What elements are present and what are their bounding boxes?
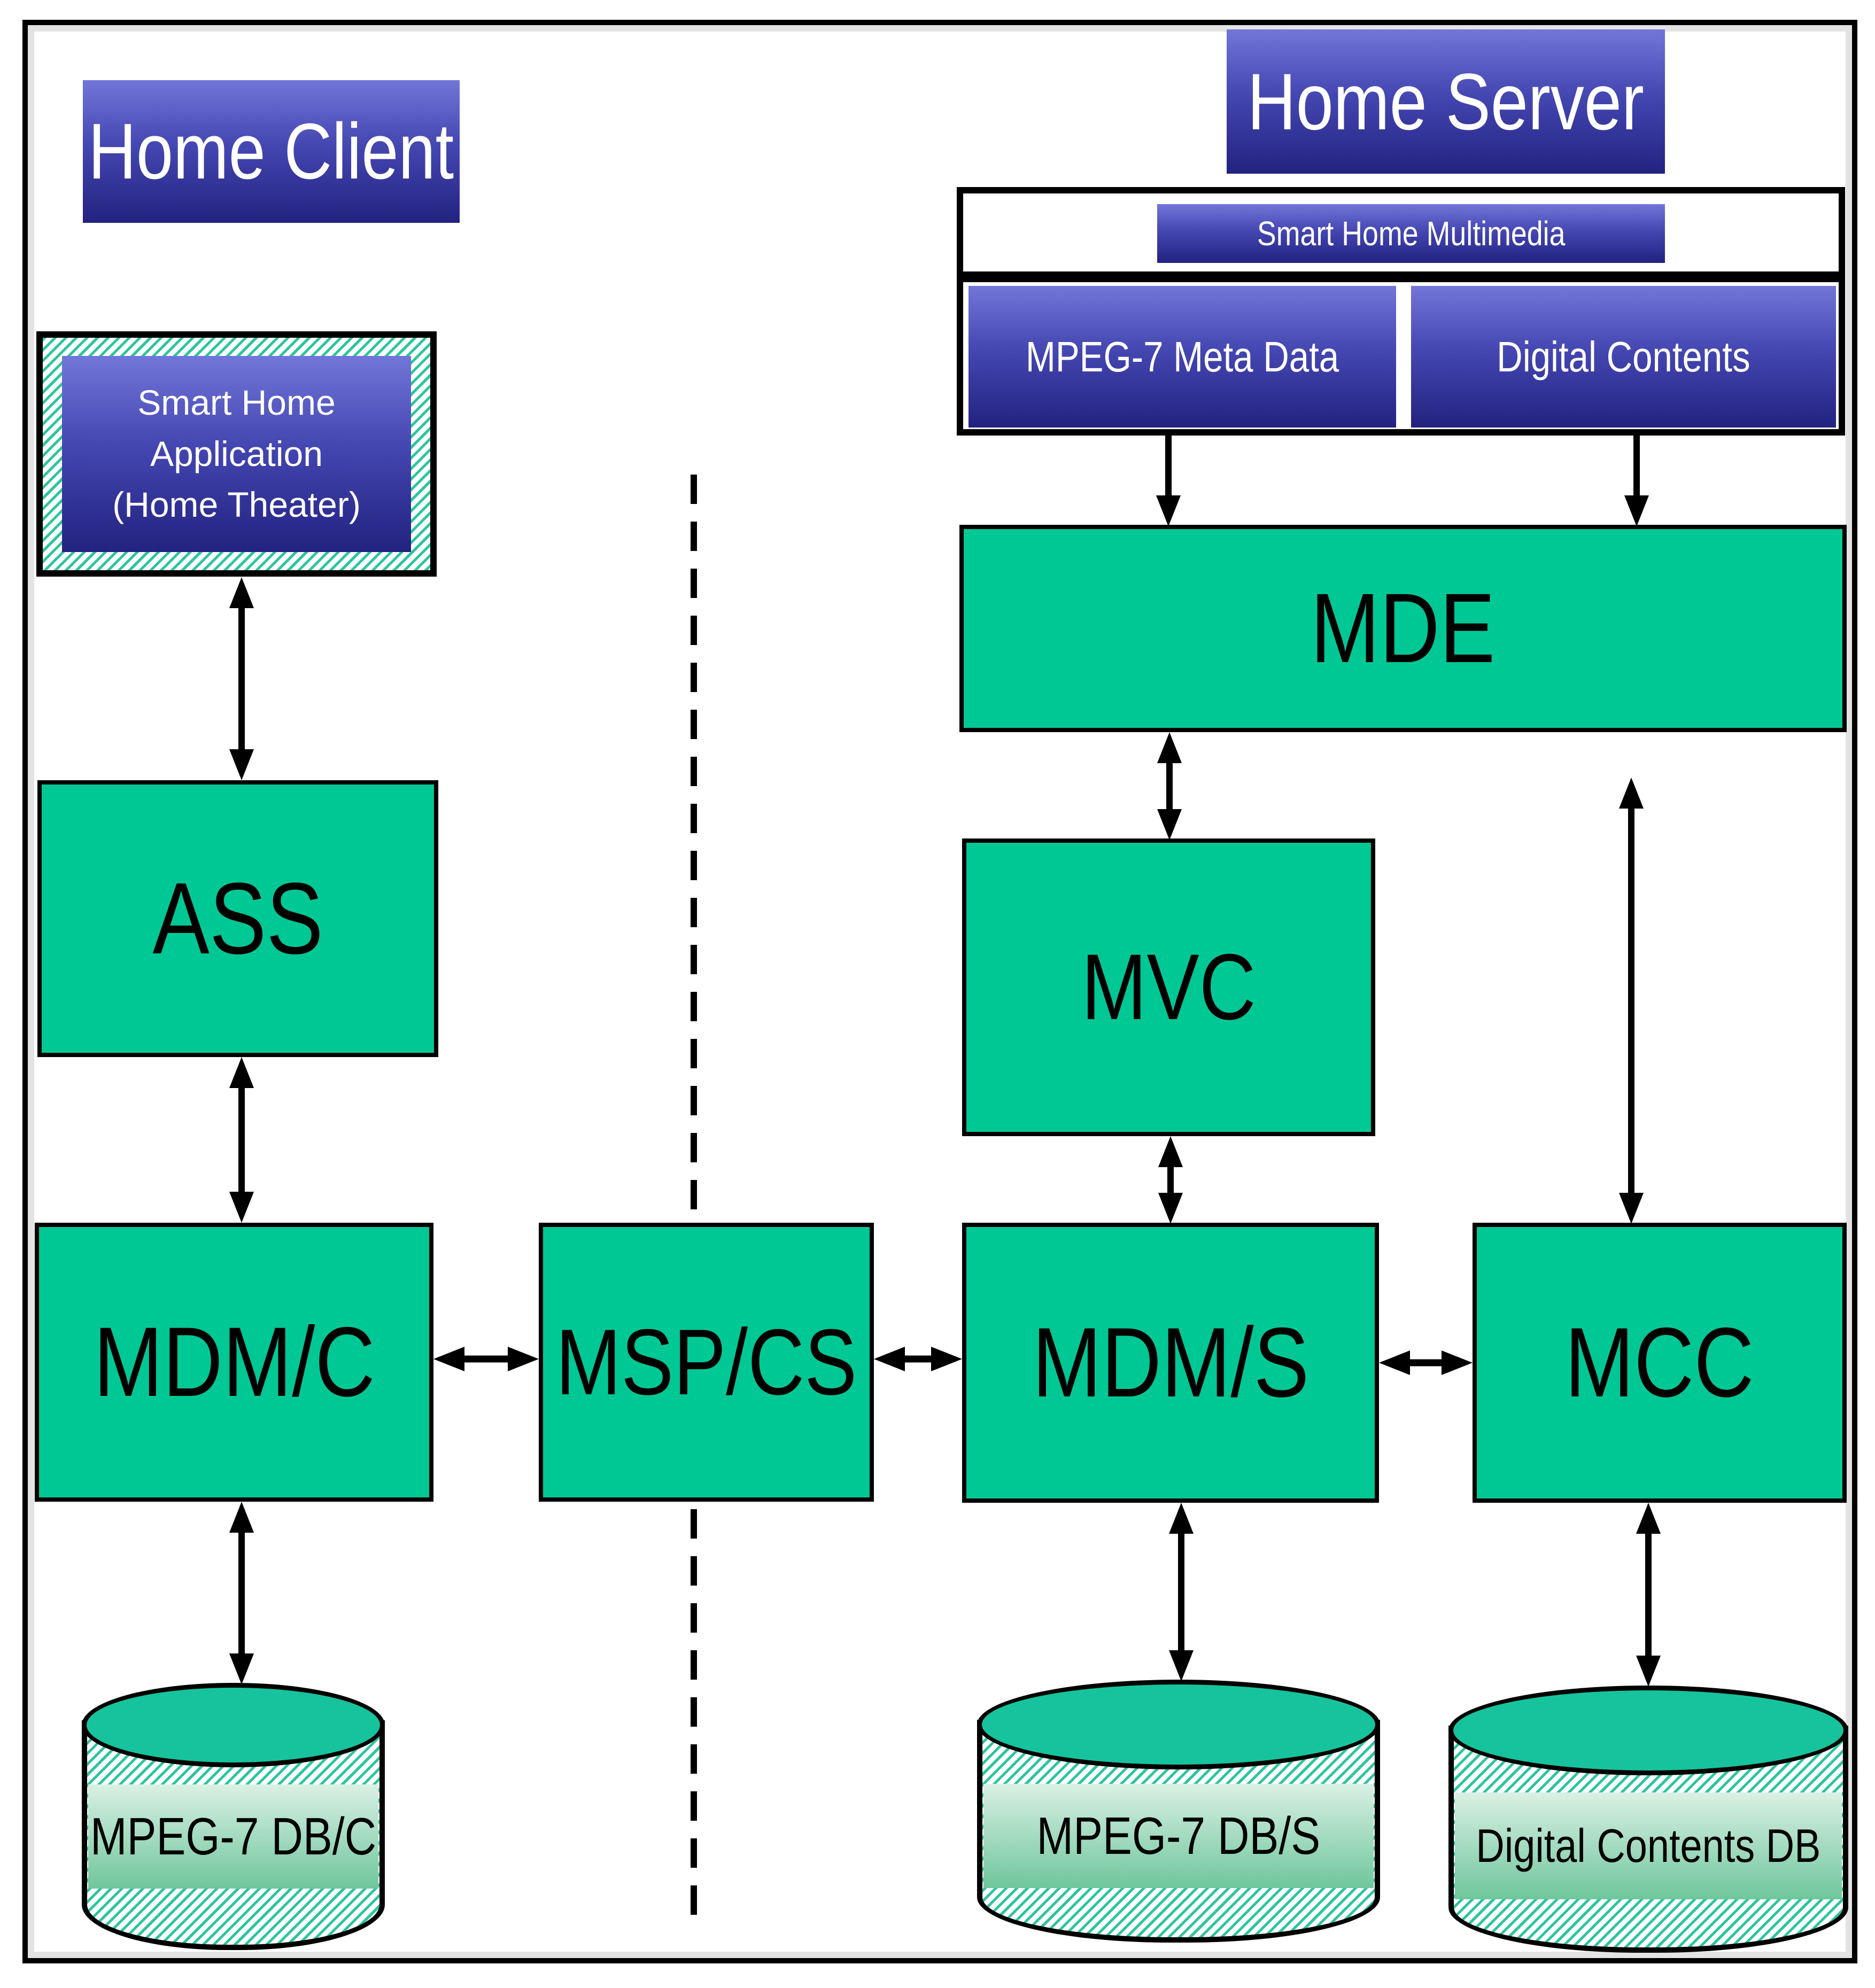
arrow-msp-cs-mdm-s [874, 1347, 962, 1371]
mvc-label: MVC [1081, 935, 1256, 1039]
cylinder-label-band: MPEG-7 DB/S [983, 1784, 1374, 1888]
arrow-ass-mdm-c [229, 1057, 254, 1223]
digital-contents-box: Digital Contents [1411, 286, 1836, 428]
msp-cs-module-box: MSP/CS [539, 1223, 874, 1502]
arrow-mdm-c-msp-cs [433, 1347, 539, 1371]
digital-contents-label: Digital Contents [1497, 332, 1750, 380]
app-label-line3: (Home Theater) [112, 485, 361, 525]
mpeg7-db-s-cylinder: MPEG-7 DB/S [977, 1680, 1380, 1943]
smart-home-application-box: Smart Home Application (Home Theater) [36, 331, 437, 577]
mcc-label: MCC [1565, 1308, 1754, 1418]
mde-label: MDE [1311, 573, 1496, 684]
smart-home-multimedia-box: Smart Home Multimedia [1157, 204, 1665, 263]
smart-home-multimedia-label: Smart Home Multimedia [1257, 214, 1566, 253]
arrow-mcc-db [1636, 1503, 1661, 1687]
arrow-mde-mcc [1619, 778, 1644, 1224]
ass-module-box: ASS [37, 780, 438, 1057]
mdm-c-module-box: MDM/C [35, 1223, 433, 1502]
home-client-banner: Home Client [83, 80, 460, 223]
digital-contents-db-label: Digital Contents DB [1476, 1819, 1821, 1872]
arrow-mdm-c-db [229, 1502, 254, 1684]
mdm-c-label: MDM/C [93, 1307, 375, 1417]
mpeg7-db-c-cylinder: MPEG-7 DB/C [82, 1683, 385, 1950]
msp-cs-label: MSP/CS [555, 1310, 857, 1415]
arrow-mvc-mdm-s [1158, 1136, 1183, 1224]
cylinder-top-ellipse [82, 1683, 385, 1767]
smart-home-multimedia-panel: Smart Home Multimedia MPEG-7 Meta Data D… [957, 187, 1845, 436]
app-label-line1: Smart Home [137, 382, 336, 422]
mpeg7-meta-data-label: MPEG-7 Meta Data [1025, 332, 1339, 380]
digital-contents-db-cylinder: Digital Contents DB [1448, 1686, 1848, 1953]
home-client-label: Home Client [88, 107, 454, 196]
arrow-mde-mvc [1157, 732, 1182, 840]
home-server-banner: Home Server [1227, 29, 1665, 174]
client-server-dashed-divider [691, 475, 697, 1929]
arrow-digital-contents-mde [1624, 436, 1649, 526]
arrow-app-ass [229, 577, 254, 780]
panel-divider-line [963, 271, 1839, 282]
mdm-s-module-box: MDM/S [962, 1223, 1379, 1503]
mdm-s-label: MDM/S [1032, 1308, 1309, 1418]
cylinder-top-ellipse [977, 1680, 1380, 1769]
outer-frame [22, 20, 1857, 1963]
mcc-module-box: MCC [1473, 1223, 1847, 1503]
cylinder-label-band: Digital Contents DB [1455, 1792, 1842, 1899]
cylinder-top-ellipse [1448, 1686, 1848, 1775]
mvc-module-box: MVC [962, 838, 1375, 1136]
mpeg7-meta-data-box: MPEG-7 Meta Data [969, 286, 1396, 428]
smart-home-application-inner: Smart Home Application (Home Theater) [62, 356, 411, 552]
mpeg7-db-s-label: MPEG-7 DB/S [1036, 1806, 1321, 1865]
ass-label: ASS [152, 862, 323, 975]
home-server-label: Home Server [1247, 56, 1645, 146]
mde-module-box: MDE [959, 525, 1847, 732]
arrow-meta-data-mde [1156, 436, 1181, 526]
arrow-mdm-s-db [1169, 1503, 1194, 1681]
app-label-line2: Application [150, 433, 323, 473]
arrow-mdm-s-mcc [1379, 1350, 1473, 1375]
cylinder-label-band: MPEG-7 DB/C [88, 1784, 378, 1889]
mpeg7-db-c-label: MPEG-7 DB/C [90, 1807, 377, 1866]
